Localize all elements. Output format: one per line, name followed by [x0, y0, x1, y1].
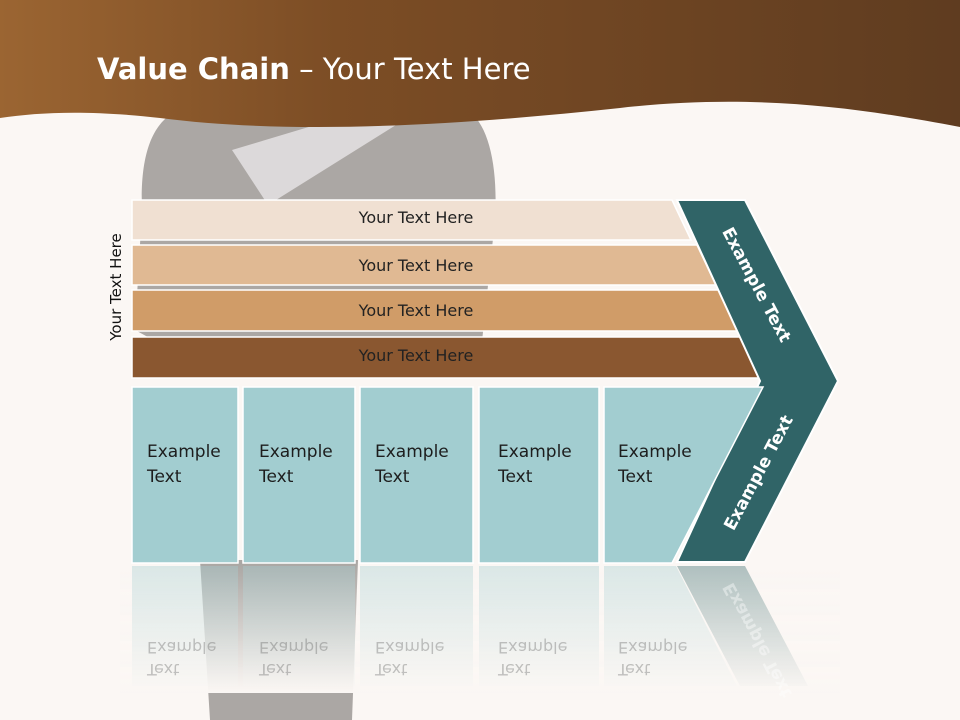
- figure-scroll: [232, 108, 420, 205]
- bar-1-label: Your Text Here: [358, 208, 474, 227]
- box-5-line-2: Text: [618, 467, 653, 487]
- box-5-reflection-text: Text Example: [618, 636, 687, 680]
- title-bold: Value Chain: [97, 52, 290, 86]
- box-1-text: Example Text: [147, 440, 221, 490]
- slide-title: Value Chain – Your Text Here: [97, 52, 531, 86]
- bar-1: [131, 199, 693, 241]
- chevron-arrow: [675, 199, 840, 563]
- bar-2-label: Your Text Here: [358, 256, 474, 275]
- box-5-line-1: Example: [618, 442, 692, 462]
- chevron-shape: [675, 199, 840, 563]
- bar-4-label: Your Text Here: [358, 346, 474, 365]
- box-2-line-1: Example: [259, 442, 333, 462]
- box-3-line-2: Text: [375, 467, 410, 487]
- box-3-reflection-line-1: Example: [375, 638, 445, 657]
- box-1-reflection-text: Text Example: [147, 636, 216, 680]
- title-rest: – Your Text Here: [289, 52, 531, 86]
- bar-3-label: Your Text Here: [358, 301, 474, 320]
- box-2: [242, 386, 356, 564]
- box-3-line-1: Example: [375, 442, 449, 462]
- box-1-line-1: Example: [147, 442, 221, 462]
- box-5-reflection-line-1: Example: [618, 638, 688, 657]
- box-4-reflection-line-1: Example: [498, 638, 568, 657]
- box-4: [478, 386, 600, 564]
- box-5-reflection-line-2: Text: [618, 660, 651, 679]
- box-5-text: Example Text: [618, 440, 692, 490]
- box-4-line-2: Text: [498, 467, 533, 487]
- box-2-reflection-line-2: Text: [259, 660, 292, 679]
- box-2-reflection-text: Text Example: [259, 636, 328, 680]
- bars-group: [131, 199, 764, 379]
- box-3-text: Example Text: [375, 440, 449, 490]
- box-3-reflection-line-2: Text: [375, 660, 408, 679]
- box-1-reflection-line-2: Text: [147, 660, 180, 679]
- header-band: [0, 0, 960, 127]
- box-2-line-2: Text: [259, 467, 294, 487]
- box-1-line-2: Text: [147, 467, 182, 487]
- box-4-reflection-line-2: Text: [498, 660, 531, 679]
- box-2-reflection-line-1: Example: [259, 638, 329, 657]
- box-2-text: Example Text: [259, 440, 333, 490]
- box-4-text: Example Text: [498, 440, 572, 490]
- box-3: [359, 386, 474, 564]
- reflection-fade: [120, 563, 840, 693]
- box-1-reflection-line-1: Example: [147, 638, 217, 657]
- box-3-reflection-text: Text Example: [375, 636, 444, 680]
- box-4-line-1: Example: [498, 442, 572, 462]
- side-label: Your Text Here: [107, 233, 125, 341]
- box-4-reflection-text: Text Example: [498, 636, 567, 680]
